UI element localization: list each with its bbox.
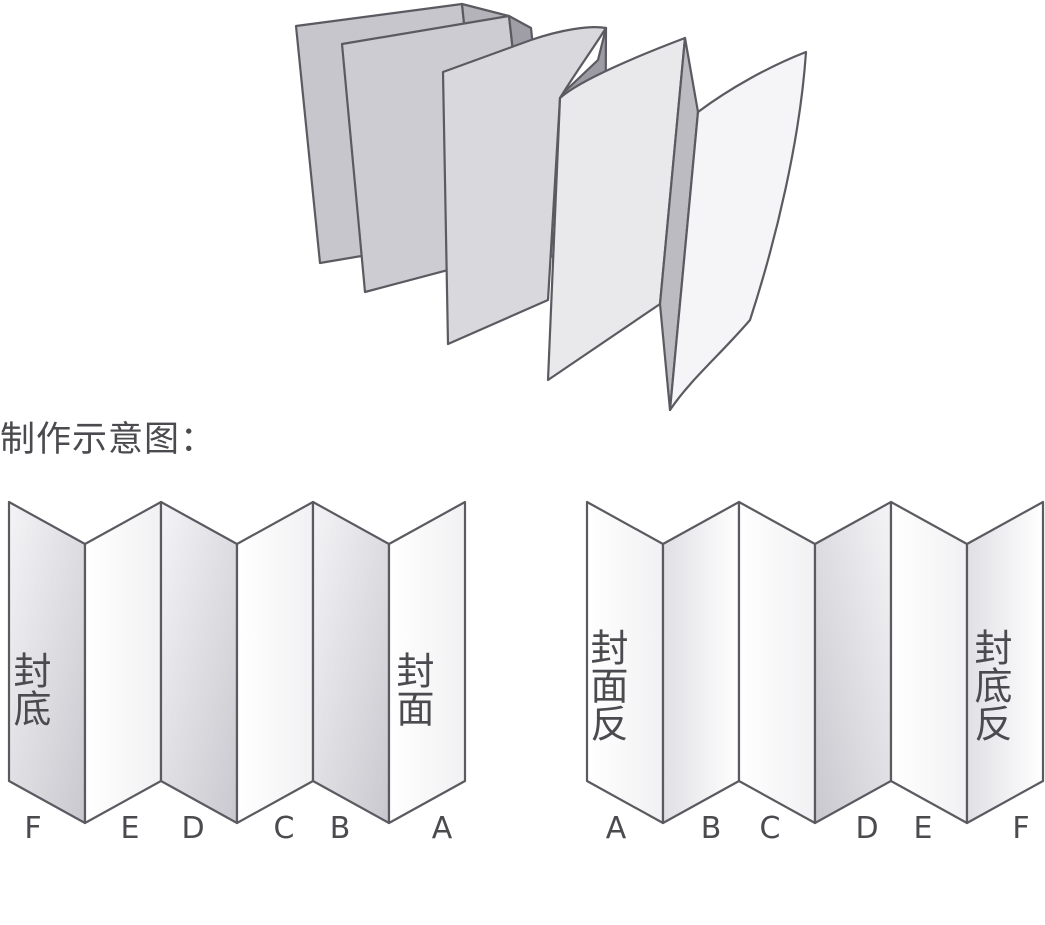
panel-label-E: E [121,811,140,846]
brochure-panel-5 [668,50,808,412]
panel-label-A-reverse: A [606,811,627,846]
panel-label-F: F [24,811,41,846]
panel-C-reverse [737,500,817,825]
outside-panels-diagram: 封底 封面 F E D C B A [7,500,467,846]
panel-F-back-cover-reverse [965,500,1045,825]
front-cover-reverse-label: 封面反 [584,628,628,742]
panel-label-B-reverse: B [701,811,722,846]
panel-B-reverse [661,500,741,825]
panel-E [83,500,163,825]
panel-label-F-reverse: F [1012,811,1029,846]
panel-A-front-cover [387,500,467,825]
panel-D [159,500,239,825]
panel-label-C: C [274,811,295,846]
panel-B [311,500,391,825]
back-cover-reverse-label: 封底反 [968,628,1012,742]
back-cover-label: 封底 [7,651,51,727]
brochure-panel-3 [441,26,608,346]
inside-panels-diagram: 封面反 封底反 A B C D E F [584,500,1045,846]
panel-C [235,500,315,825]
panel-label-D: D [181,811,204,846]
panel-label-C-reverse: C [760,811,781,846]
diagram-caption: 制作示意图： [0,420,216,460]
folded-brochure-illustration [294,2,808,412]
panel-label-D-reverse: D [855,811,878,846]
panel-label-A: A [432,811,453,846]
panel-label-B: B [330,811,351,846]
panel-D-reverse [813,500,893,825]
panel-E-reverse [889,500,969,825]
panel-label-E-reverse: E [914,811,933,846]
front-cover-label: 封面 [390,651,434,727]
